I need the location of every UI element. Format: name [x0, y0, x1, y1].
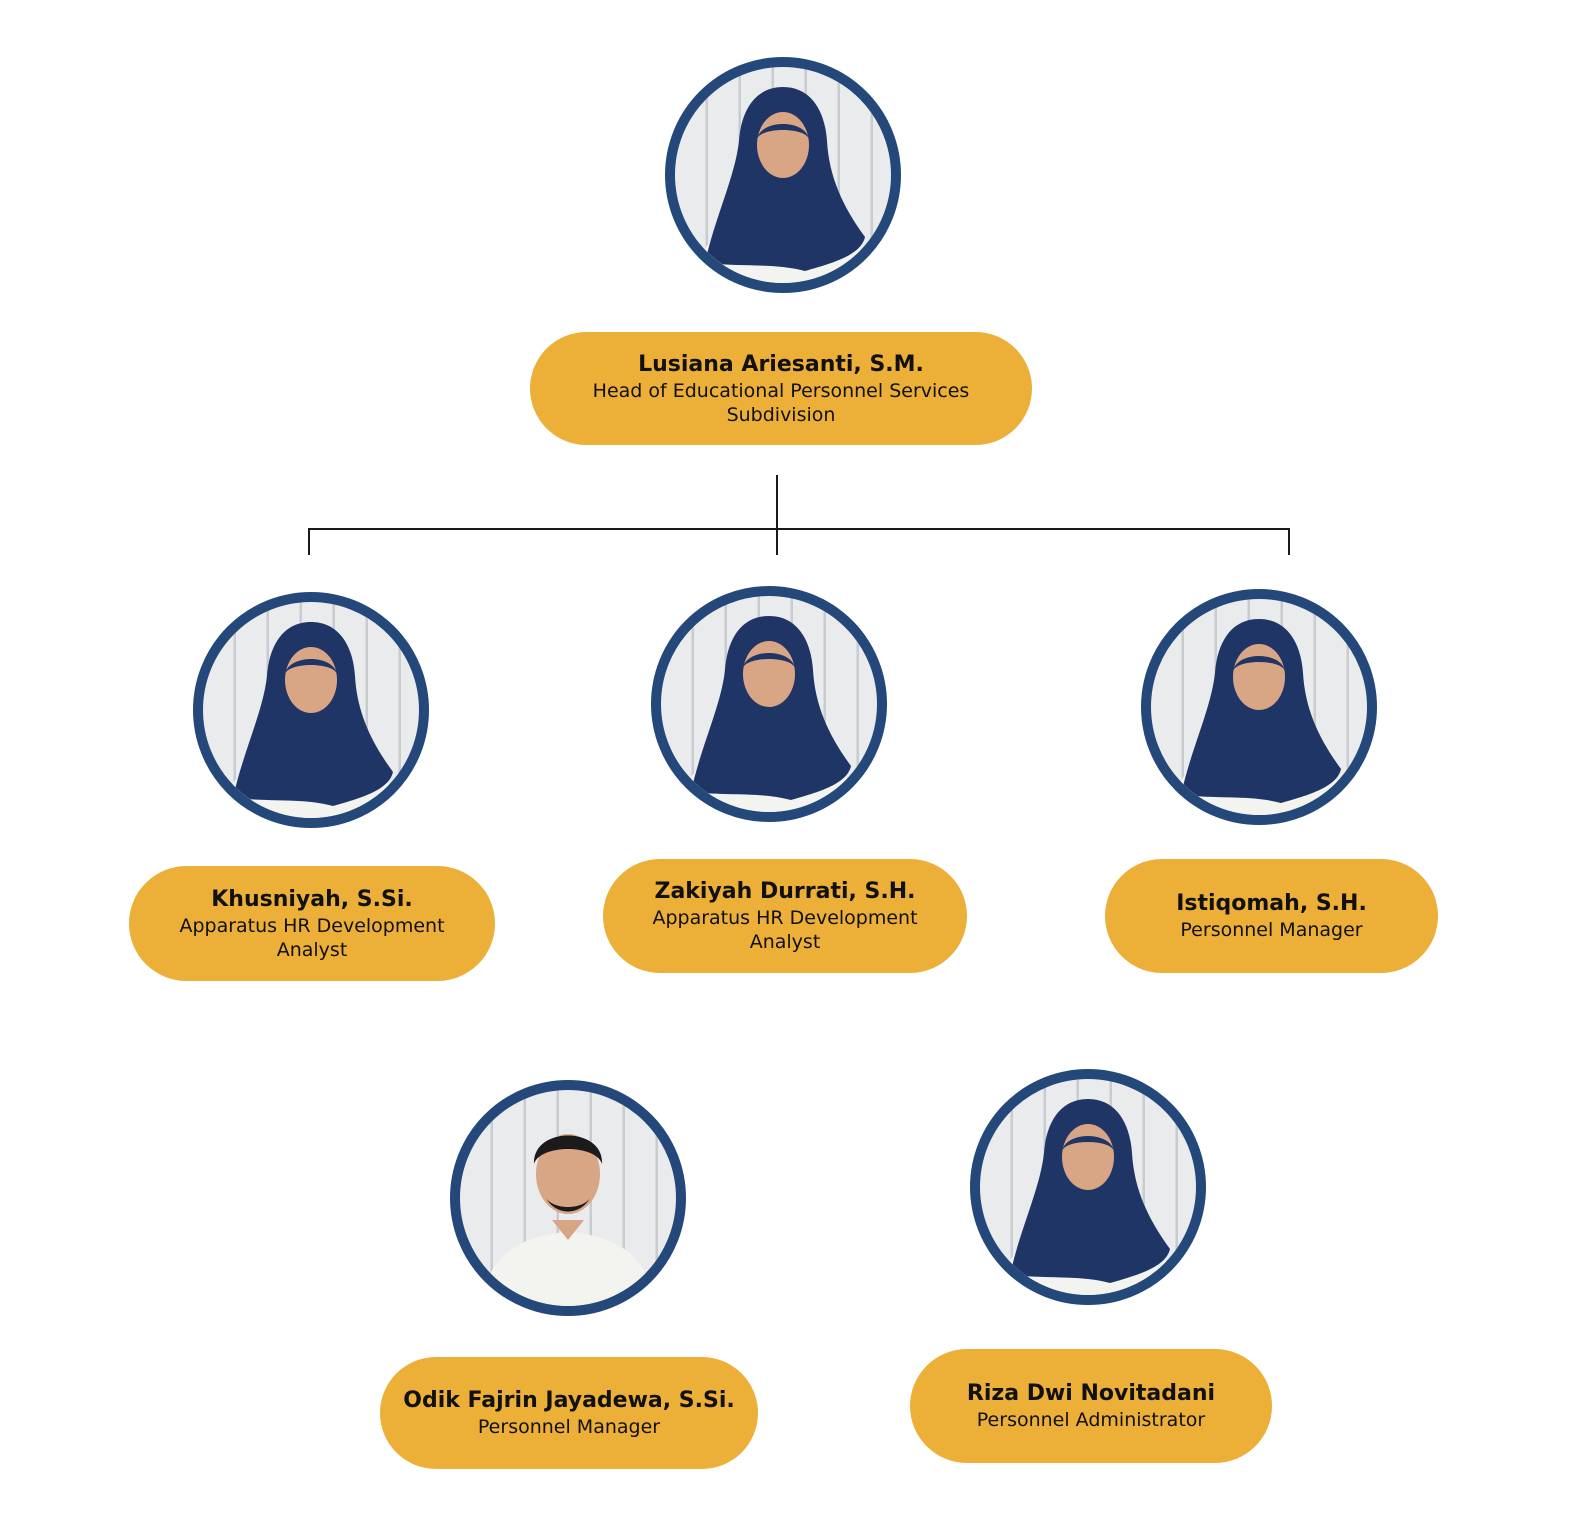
photo-khusniyah — [193, 592, 429, 828]
staff-role: Personnel Administrator — [976, 1409, 1206, 1431]
staff-name: Khusniyah, S.Si. — [211, 886, 413, 912]
staff-name: Riza Dwi Novitadani — [966, 1381, 1216, 1406]
staff-name: Istiqomah, S.H. — [1176, 891, 1367, 916]
staff-role: Personnel Manager — [477, 1416, 661, 1438]
card-zakiyah-durrati: Zakiyah Durrati, S.H. Apparatus HR Devel… — [603, 859, 967, 973]
card-istiqomah: Istiqomah, S.H. Personnel Manager — [1105, 859, 1438, 973]
staff-name: Odik Fajrin Jayadewa, S.Si. — [403, 1388, 735, 1413]
photo-zakiyah-durrati — [651, 586, 887, 822]
staff-role: Apparatus HR Development Analyst — [652, 907, 918, 953]
staff-role: Apparatus HR Development Analyst — [179, 914, 445, 961]
staff-name: Zakiyah Durrati, S.H. — [654, 879, 916, 904]
photo-istiqomah — [1141, 589, 1377, 825]
card-khusniyah: Khusniyah, S.Si. Apparatus HR Developmen… — [129, 866, 495, 981]
photo-lusiana-ariesanti — [665, 57, 901, 293]
card-riza-dwi-novitadani: Riza Dwi Novitadani Personnel Administra… — [910, 1349, 1272, 1463]
connector-drop-left — [308, 528, 310, 555]
card-odik-fajrin-jayadewa: Odik Fajrin Jayadewa, S.Si. Personnel Ma… — [380, 1357, 758, 1469]
head-name: Lusiana Ariesanti, S.M. — [638, 351, 924, 377]
photo-odik-fajrin-jayadewa — [450, 1080, 686, 1316]
head-role: Head of Educational Personnel Services S… — [592, 379, 970, 426]
photo-riza-dwi-novitadani — [970, 1069, 1206, 1305]
connector-trunk — [776, 475, 778, 555]
staff-role: Personnel Manager — [1180, 919, 1363, 941]
connector-horizontal — [308, 528, 1290, 530]
connector-drop-right — [1288, 528, 1290, 555]
card-head: Lusiana Ariesanti, S.M. Head of Educatio… — [530, 332, 1032, 445]
